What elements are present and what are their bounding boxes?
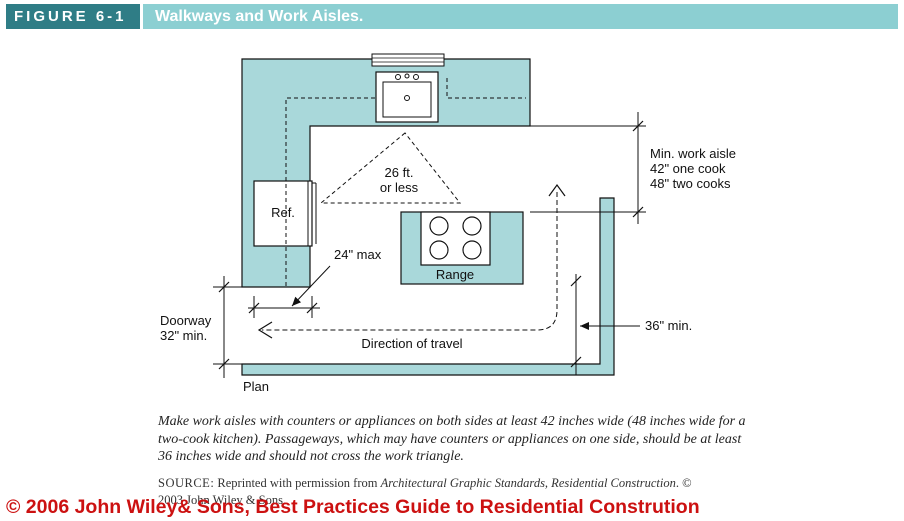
travel-label: Direction of travel (361, 336, 462, 351)
max-label: 24" max (334, 247, 382, 262)
aisle-label-1: Min. work aisle (650, 146, 736, 161)
source-title: Architectural Graphic Standards, Residen… (380, 476, 676, 490)
figure-header: FIGURE 6-1 Walkways and Work Aisles. (6, 4, 898, 29)
copyright-watermark: © 2006 John Wiley& Sons, Best Practices … (6, 496, 700, 518)
work-triangle (319, 132, 462, 204)
figure-label: FIGURE 6-1 (6, 4, 140, 29)
aisle-label-3: 48" two cooks (650, 176, 731, 191)
figure-caption: Make work aisles with counters or applia… (158, 414, 746, 464)
range-label: Range (436, 267, 474, 282)
doorway-label-1: Doorway (160, 313, 212, 328)
ref-label: Ref. (271, 205, 295, 220)
refrigerator (253, 180, 313, 247)
window (371, 53, 445, 67)
passage-counter (241, 197, 615, 376)
doorway-label-2: 32" min. (160, 328, 207, 343)
range (420, 211, 491, 266)
aisle-label-2: 42" one cook (650, 161, 726, 176)
source-rest: . © 2003 John Wiley & Sons. (158, 476, 692, 507)
source-text: Reprinted with permission from (214, 476, 381, 490)
passage-label: 36" min. (645, 318, 692, 333)
figure-title: Walkways and Work Aisles. (143, 4, 898, 29)
source-label: SOURCE: (158, 476, 215, 490)
source-note: SOURCE: Reprinted with permission from A… (158, 475, 718, 509)
plan-label: Plan (243, 379, 269, 394)
triangle-label-1: 26 ft. (385, 165, 414, 180)
triangle-label-2: or less (380, 180, 419, 195)
